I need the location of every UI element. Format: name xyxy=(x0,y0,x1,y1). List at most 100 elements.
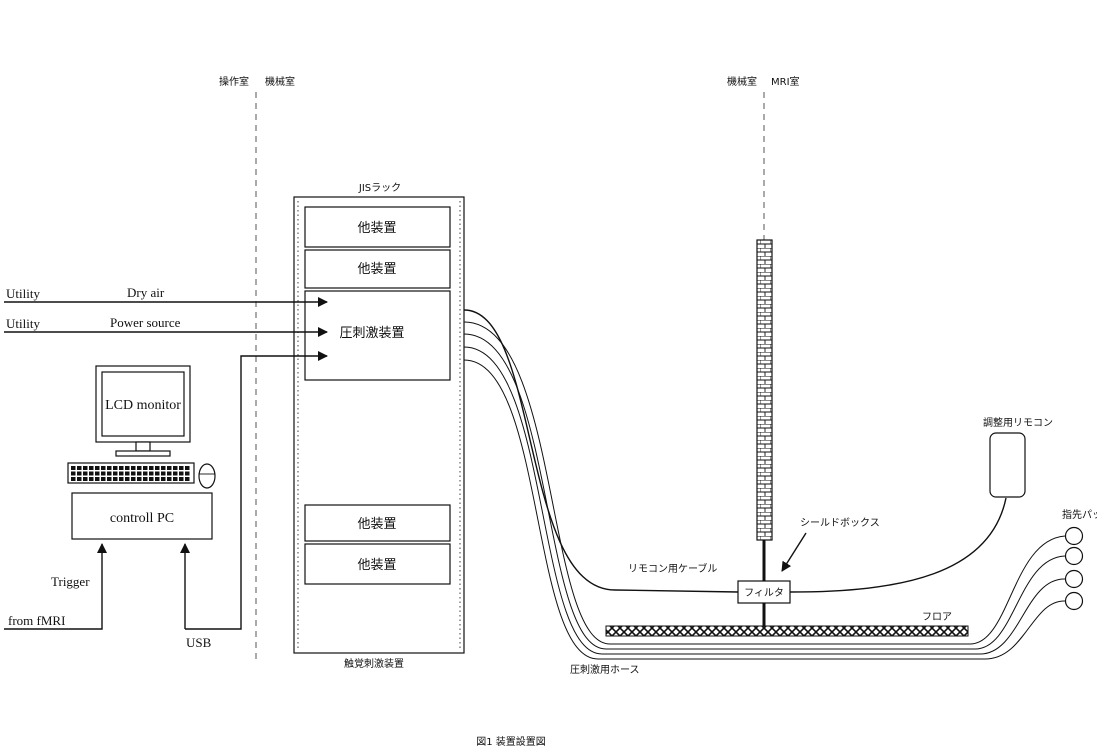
keyboard-key xyxy=(119,477,124,481)
keyboard-keys xyxy=(71,466,190,481)
zone-label-mri-room: MRI室 xyxy=(771,75,800,88)
keyboard-key xyxy=(107,471,112,476)
keyboard-key xyxy=(89,466,94,470)
keyboard-key xyxy=(125,471,130,476)
keyboard-key xyxy=(185,471,190,476)
keyboard-key xyxy=(143,466,148,470)
figure-caption: 図1 装置設置図 xyxy=(476,735,546,748)
shield-wall xyxy=(756,239,773,541)
keyboard-key xyxy=(155,466,160,470)
keyboard-key xyxy=(131,477,136,481)
keyboard-key xyxy=(155,471,160,476)
shield-box-label: シールドボックス xyxy=(800,517,880,529)
zone-label-operation-room: 操作室 xyxy=(219,75,249,88)
keyboard-key xyxy=(137,471,142,476)
lcd-monitor-label: LCD monitor xyxy=(105,398,181,413)
keyboard-key xyxy=(71,466,76,470)
rack-slot-other-2 xyxy=(304,249,451,289)
controll-pc-label: controll PC xyxy=(110,511,174,526)
keyboard-key xyxy=(119,471,124,476)
fingertip-pad-2 xyxy=(1064,546,1084,566)
keyboard-key xyxy=(131,471,136,476)
keyboard-key xyxy=(95,466,100,470)
usb-line xyxy=(185,351,328,630)
keyboard-key xyxy=(137,466,142,470)
keyboard-key xyxy=(71,477,76,481)
keyboard-key xyxy=(107,477,112,481)
zone-label-machine-room-right: 機械室 xyxy=(727,75,757,88)
fingertip-pad-label: 指先パッド xyxy=(1062,508,1097,521)
rack-slot-pressure-device xyxy=(304,290,451,381)
shield-box-pointer xyxy=(781,532,807,572)
keyboard-key xyxy=(131,466,136,470)
keyboard-key xyxy=(89,471,94,476)
rack-slot-other-3-label: 他装置 xyxy=(357,517,396,532)
keyboard-key xyxy=(137,477,142,481)
pressure-hose-4 xyxy=(463,359,1066,660)
keyboard-key xyxy=(125,477,130,481)
keyboard-key xyxy=(113,471,118,476)
trigger-label: Trigger xyxy=(51,574,90,589)
remote-cable xyxy=(463,309,739,593)
keyboard-key xyxy=(179,477,184,481)
fingertip-pad-1 xyxy=(1064,526,1084,546)
utility-air-label: Utility xyxy=(6,286,40,301)
keyboard-key xyxy=(167,471,172,476)
rack-slot-other-1 xyxy=(304,206,451,248)
lcd-screen xyxy=(101,371,185,437)
keyboard-key xyxy=(83,471,88,476)
keyboard-key xyxy=(161,466,166,470)
keyboard-key xyxy=(185,477,190,481)
keyboard-key xyxy=(167,466,172,470)
filter-label: フィルタ xyxy=(744,587,784,599)
keyboard-key xyxy=(167,477,172,481)
keyboard-key xyxy=(143,477,148,481)
keyboard-key xyxy=(113,466,118,470)
keyboard-key xyxy=(173,477,178,481)
keyboard-key xyxy=(173,466,178,470)
controll-pc xyxy=(71,492,213,540)
keyboard-key xyxy=(89,477,94,481)
keyboard-key xyxy=(185,466,190,470)
fingertip-pad-4 xyxy=(1064,591,1084,611)
rack-slot-other-4-label: 他装置 xyxy=(357,558,396,573)
fingertip-pad-3 xyxy=(1064,569,1084,589)
keyboard-key xyxy=(83,477,88,481)
keyboard-key xyxy=(125,466,130,470)
keyboard-key xyxy=(173,471,178,476)
keyboard-key xyxy=(179,466,184,470)
keyboard-key xyxy=(101,466,106,470)
mouse xyxy=(198,463,216,489)
keyboard-key xyxy=(161,471,166,476)
utility-power-label: Utility xyxy=(6,316,40,331)
rack-slot-pressure-device-label: 圧刺激装置 xyxy=(339,326,404,341)
keyboard-key xyxy=(83,466,88,470)
remote-label: 調整用リモコン xyxy=(983,416,1053,429)
usb-label: USB xyxy=(186,635,212,650)
keyboard-key xyxy=(149,471,154,476)
keyboard-key xyxy=(77,466,82,470)
keyboard-key xyxy=(107,466,112,470)
keyboard-key xyxy=(77,477,82,481)
mri-floor xyxy=(605,625,969,637)
rack-slot-other-4 xyxy=(304,543,451,585)
keyboard-key xyxy=(149,466,154,470)
from-fmri-label: from fMRI xyxy=(8,613,65,628)
remote-cable-label: リモコン用ケーブル xyxy=(628,562,717,575)
rack-slot-other-1-label: 他装置 xyxy=(357,221,396,236)
keyboard-key xyxy=(161,477,166,481)
keyboard-key xyxy=(119,466,124,470)
keyboard-key xyxy=(113,477,118,481)
power-source-label: Power source xyxy=(110,315,181,330)
keyboard-key xyxy=(95,477,100,481)
keyboard-key xyxy=(71,471,76,476)
keyboard-key xyxy=(143,471,148,476)
remote-cable-mri xyxy=(789,497,1007,593)
keyboard-key xyxy=(101,471,106,476)
keyboard-key xyxy=(95,471,100,476)
rack-caption: 触覚刺激装置 xyxy=(344,657,404,670)
monitor-base xyxy=(115,450,171,457)
pressure-hose-3 xyxy=(463,346,1066,655)
pressure-hose-1 xyxy=(463,321,1066,645)
